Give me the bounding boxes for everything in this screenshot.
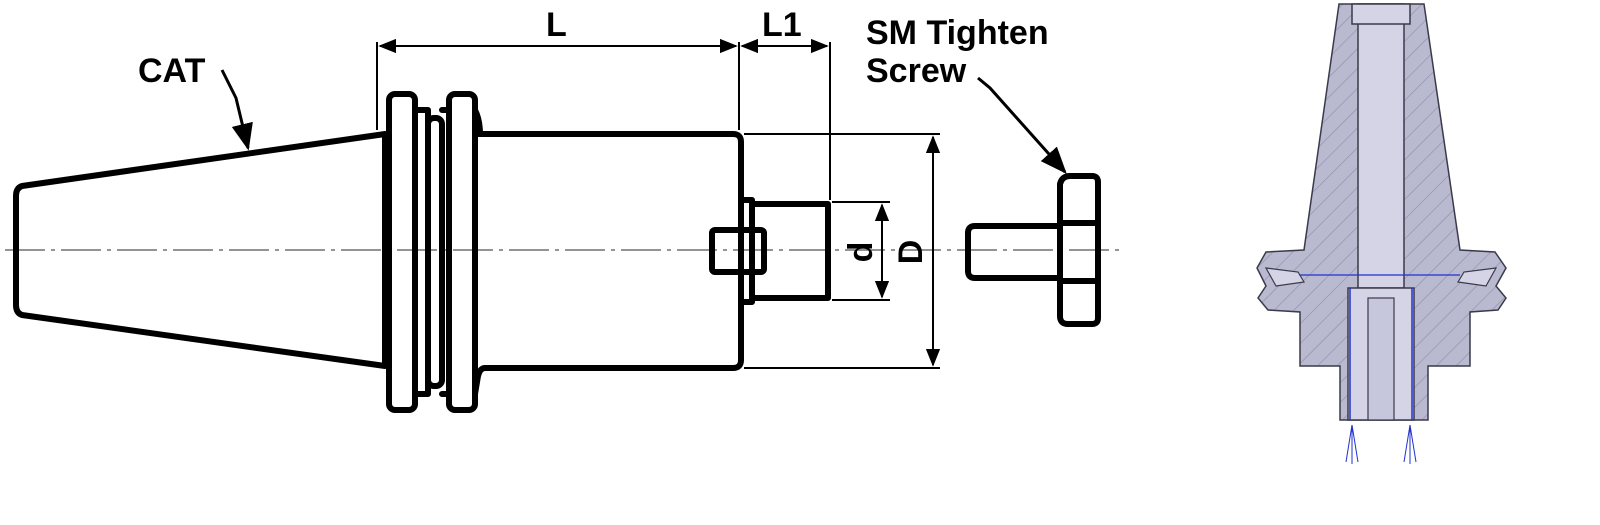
l1-label: L1 (762, 6, 802, 44)
bore-top (1351, 3, 1411, 25)
groove-right (1457, 267, 1498, 287)
l-label: L (546, 6, 567, 44)
dimension-d-small (832, 201, 890, 301)
tool-holder-side-view: CAT L L1 SM Tighten Screw d D (5, 6, 1125, 413)
sm-tighten-screw (965, 173, 1101, 327)
cat-label: CAT (138, 52, 206, 90)
flange-ring-left (386, 91, 418, 413)
dimension-l (376, 38, 740, 130)
large-d-label: D (892, 240, 930, 265)
holder-body (472, 131, 744, 397)
groove-left (1264, 267, 1305, 287)
screw-leader (977, 76, 1067, 175)
screw-shank (1367, 297, 1395, 421)
arbor-pilot (738, 197, 831, 305)
screw-label-line2: Screw (866, 52, 967, 90)
through-bore (1357, 3, 1405, 289)
drive-key (709, 227, 767, 275)
dimension-l1 (740, 38, 831, 200)
coolant-spray (1345, 424, 1417, 464)
flange-ring-right (446, 91, 478, 413)
dimension-d-large (744, 133, 941, 369)
sectional-view (1256, 3, 1507, 464)
cat-taper (13, 131, 388, 369)
body-fillet (472, 107, 483, 137)
small-d-label: d (842, 242, 880, 263)
flange-groove (425, 115, 445, 389)
screw-label-line1: SM Tighten (866, 14, 1049, 52)
cat-leader (220, 69, 253, 151)
